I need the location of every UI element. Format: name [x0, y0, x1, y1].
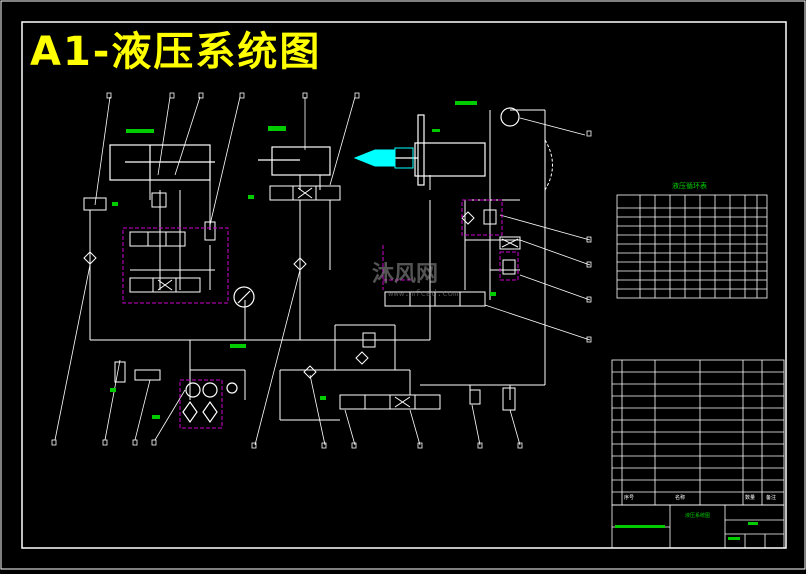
title-block-drawing-name: 液压系统图: [685, 513, 711, 519]
circuit-lines: [89, 109, 546, 421]
inner-frame: [21, 21, 787, 549]
return-line: [544, 139, 553, 191]
pumps-gauge: [182, 107, 520, 424]
parts-header-name: 名称: [675, 495, 686, 501]
item-tags: [51, 92, 592, 449]
parts-header-qty: 数量: [745, 495, 756, 501]
cylinders: [109, 114, 486, 186]
watermark-text: 沐风网: [372, 262, 439, 287]
parts-header-note: 备注: [766, 495, 777, 501]
drawing-title: A1-液压系统图: [30, 29, 322, 75]
directional-valves: [83, 185, 521, 410]
title-block-marks: [615, 522, 758, 540]
leader-lines: [54, 96, 591, 446]
watermark-url: www.mfcad.com: [388, 289, 459, 299]
control-boundaries: [122, 199, 519, 429]
parts-header-no: 序号: [624, 495, 635, 501]
action-table: [616, 194, 768, 299]
green-annotations: [110, 101, 496, 419]
action-table-title: 液压循环表: [672, 182, 707, 190]
check-valves: [83, 192, 516, 411]
drill-tool: [353, 147, 414, 169]
parts-list: [611, 359, 785, 506]
